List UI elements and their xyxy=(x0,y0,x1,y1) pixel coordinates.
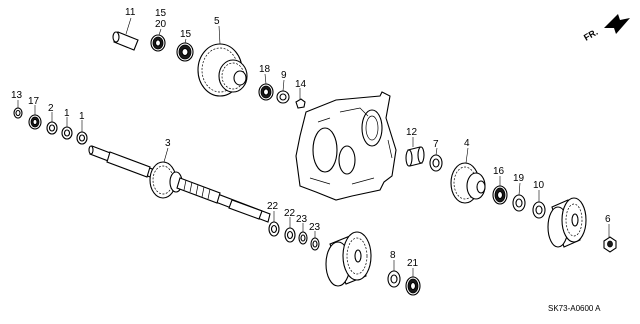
callout-23-first[interactable]: 23 xyxy=(296,214,308,225)
callout-22-first[interactable]: 22 xyxy=(267,201,279,212)
part-17-bearing[interactable] xyxy=(28,105,42,130)
transmission-case xyxy=(295,91,397,201)
part-18-bearing[interactable] xyxy=(258,73,274,101)
callout-16[interactable]: 16 xyxy=(493,166,505,177)
callout-7[interactable]: 7 xyxy=(433,139,439,150)
callout-17[interactable]: 17 xyxy=(28,96,40,107)
clutch-drum-right xyxy=(547,197,587,248)
part-1-washer-a[interactable] xyxy=(61,117,73,140)
part-14-bolt[interactable] xyxy=(295,88,306,109)
callout-1-second[interactable]: 1 xyxy=(79,111,85,122)
part-8-washer[interactable] xyxy=(387,260,401,288)
callout-4[interactable]: 4 xyxy=(464,138,470,149)
callout-5[interactable]: 5 xyxy=(214,16,220,27)
callout-11[interactable]: 11 xyxy=(125,7,136,18)
front-direction-indicator: FR. xyxy=(582,14,630,43)
part-20-needle-bearing[interactable] xyxy=(150,28,166,52)
part-13-snap-ring[interactable] xyxy=(13,100,23,119)
callout-13[interactable]: 13 xyxy=(11,90,23,101)
part-15-needle-bearing[interactable] xyxy=(176,38,194,62)
part-19-washer[interactable] xyxy=(512,182,526,212)
front-direction-label: FR. xyxy=(582,27,600,43)
part-22-thrust-washer-a[interactable] xyxy=(268,211,280,237)
part-9-washer[interactable] xyxy=(276,79,290,104)
front-arrow-icon xyxy=(604,14,630,34)
callout-19[interactable]: 19 xyxy=(513,173,525,184)
callout-21[interactable]: 21 xyxy=(407,258,419,269)
part-1-washer-b[interactable] xyxy=(76,120,88,145)
callout-1-first[interactable]: 1 xyxy=(64,108,70,119)
part-16-needle-bearing[interactable] xyxy=(492,176,508,205)
callout-3[interactable]: 3 xyxy=(165,138,171,149)
part-11-sleeve[interactable] xyxy=(112,17,139,51)
callout-9[interactable]: 9 xyxy=(281,70,287,81)
diagram-code: SK73-A0600 A xyxy=(548,304,601,313)
callout-22-second[interactable]: 22 xyxy=(284,208,296,219)
callout-23-second[interactable]: 23 xyxy=(309,222,321,233)
callout-18[interactable]: 18 xyxy=(259,64,271,75)
callout-14[interactable]: 14 xyxy=(295,79,307,90)
part-6-nut[interactable] xyxy=(603,224,617,253)
callout-8[interactable]: 8 xyxy=(390,250,396,261)
callout-6[interactable]: 6 xyxy=(605,214,611,225)
callout-15-lower[interactable]: 15 xyxy=(180,29,192,40)
part-21-thrust-bearing[interactable] xyxy=(405,268,421,296)
part-2-collar[interactable] xyxy=(46,112,58,135)
callout-10[interactable]: 10 xyxy=(533,180,545,191)
part-23-shim-a[interactable] xyxy=(298,223,308,245)
part-5-gear[interactable] xyxy=(197,25,248,97)
part-22-thrust-washer-b[interactable] xyxy=(284,217,296,243)
part-4-gear[interactable] xyxy=(450,147,486,204)
part-10-washer[interactable] xyxy=(532,190,546,219)
part-23-shim-b[interactable] xyxy=(310,231,320,251)
clutch-drum-center xyxy=(325,231,372,287)
part-3-mainshaft[interactable] xyxy=(88,145,271,223)
callout-15-upper[interactable]: 15 xyxy=(155,8,167,19)
callout-2[interactable]: 2 xyxy=(48,103,54,114)
callout-20[interactable]: 20 xyxy=(155,19,167,30)
callout-12[interactable]: 12 xyxy=(406,127,418,138)
part-7-ring[interactable] xyxy=(429,147,443,172)
part-12-collar[interactable] xyxy=(405,137,425,167)
